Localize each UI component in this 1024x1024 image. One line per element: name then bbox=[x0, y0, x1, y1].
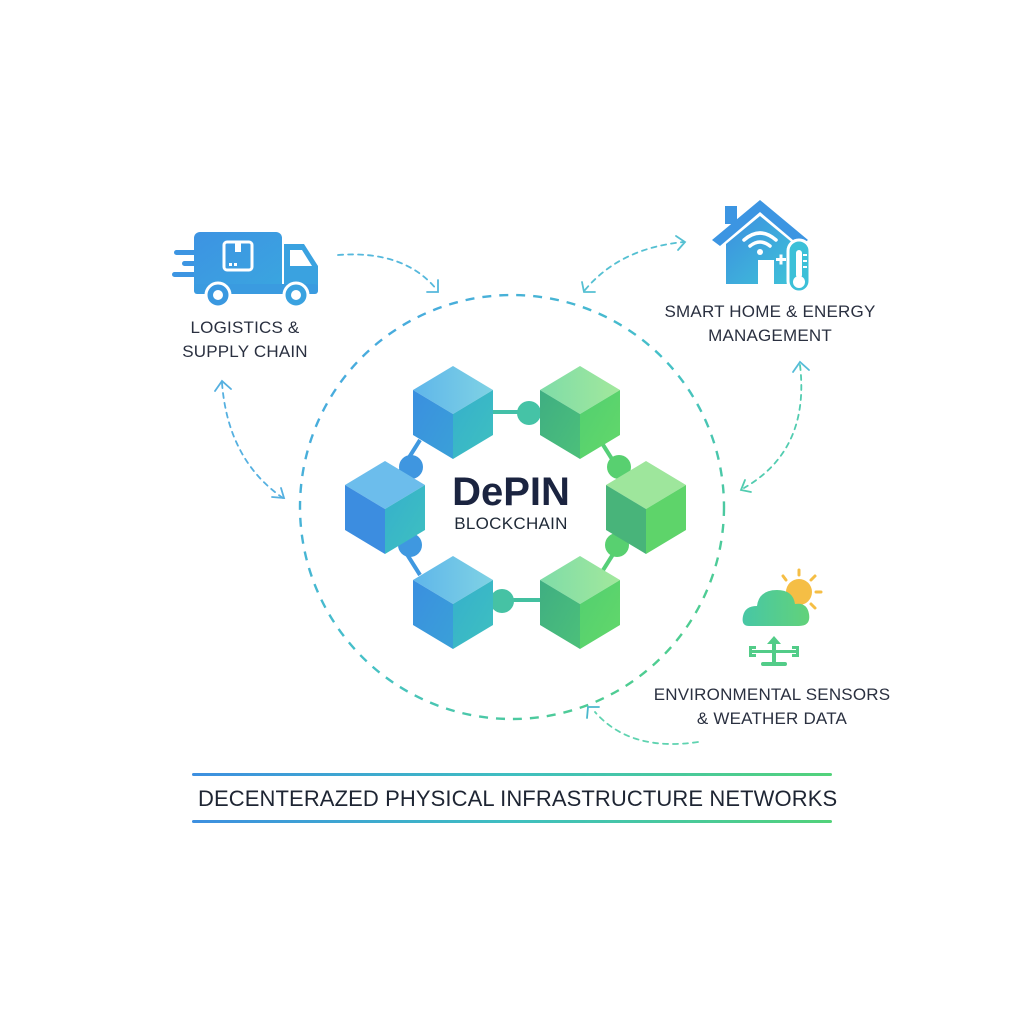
block-cube bbox=[413, 556, 493, 649]
network-ring bbox=[298, 293, 726, 721]
node-label-environment: ENVIRONMENTAL SENSORS & WEATHER DATA bbox=[652, 683, 892, 731]
node-label-line: & WEATHER DATA bbox=[696, 709, 848, 728]
node-label-smart-home: SMART HOME & ENERGY MANAGEMENT bbox=[650, 300, 890, 348]
node-label-logistics: LOGISTICS & SUPPLY CHAIN bbox=[170, 316, 320, 364]
banner-divider-bottom bbox=[192, 820, 832, 823]
node-label-line: SUPPLY CHAIN bbox=[182, 342, 308, 361]
node-label-line: MANAGEMENT bbox=[708, 326, 832, 345]
block-cube bbox=[606, 461, 686, 554]
banner-text: DECENTERAZED PHYSICAL INFRASTRUCTURE NET… bbox=[198, 786, 838, 811]
node-label-line: SMART HOME & ENERGY bbox=[664, 302, 876, 321]
block-cube bbox=[540, 556, 620, 649]
center-title: DePIN bbox=[452, 470, 570, 514]
center-subtitle: BLOCKCHAIN bbox=[454, 514, 568, 533]
block-cube bbox=[345, 461, 425, 554]
block-cube bbox=[413, 366, 493, 459]
banner-divider-top bbox=[192, 773, 832, 776]
node-label-line: LOGISTICS & bbox=[190, 318, 300, 337]
footer-banner: DECENTERAZED PHYSICAL INFRASTRUCTURE NET… bbox=[192, 773, 837, 823]
blockchain-blocks bbox=[345, 366, 686, 649]
block-cube bbox=[540, 366, 620, 459]
cloud-sun-weather-vane-icon bbox=[742, 568, 823, 666]
node-label-line: ENVIRONMENTAL SENSORS bbox=[653, 685, 891, 704]
delivery-truck-icon bbox=[172, 232, 318, 309]
smart-home-thermometer-icon bbox=[712, 200, 812, 294]
flow-arrows bbox=[214, 235, 810, 745]
